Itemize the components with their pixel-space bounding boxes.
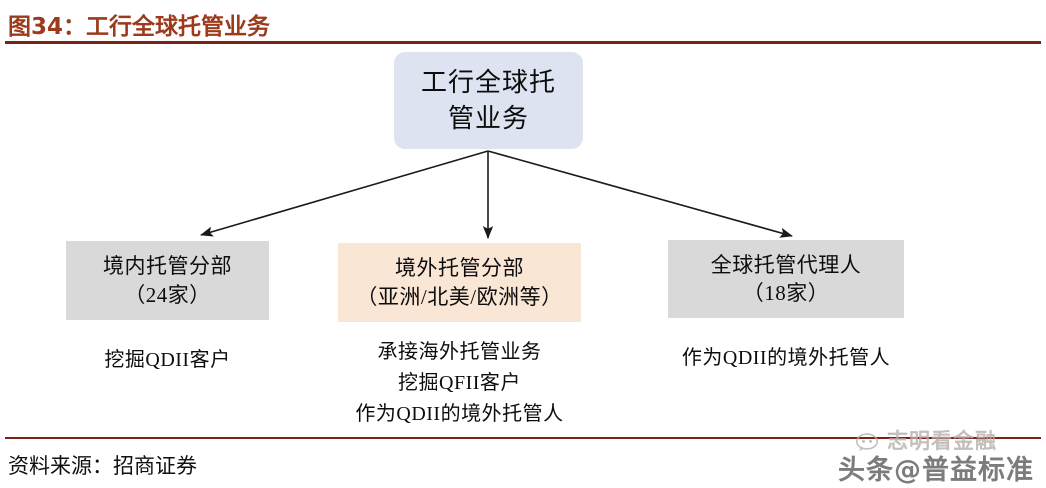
caption-domestic-line1: 挖掘QDII客户 <box>104 349 231 371</box>
node-agent-line2: （18家） <box>742 281 830 305</box>
speech-bubble-icon <box>856 432 882 456</box>
caption-overseas-line2: 挖掘QFII客户 <box>398 372 521 394</box>
watermark-toutiao: 头条@普益标准 <box>838 455 1034 486</box>
source-note: 资料来源：招商证券 <box>8 454 197 478</box>
node-agent-line1: 全球托管代理人 <box>710 252 862 277</box>
footer-divider <box>5 437 1041 439</box>
connector-root-to-domestic <box>200 150 489 237</box>
node-root: 工行全球托 管业务 <box>394 52 583 149</box>
page-title: 图34：工行全球托管业务 <box>8 14 271 40</box>
caption-domestic: 挖掘QDII客户 <box>66 345 269 376</box>
node-domestic-line2: （24家） <box>124 282 211 307</box>
caption-agent: 作为QDII的境外托管人 <box>660 343 912 374</box>
caption-agent-line1: 作为QDII的境外托管人 <box>681 347 891 369</box>
node-global-custody-agent: 全球托管代理人 （18家） <box>668 240 904 318</box>
node-root-line1: 工行全球托 <box>420 68 556 98</box>
node-overseas-custody: 境外托管分部 （亚洲/北美/欧洲等） <box>338 243 581 322</box>
header-divider <box>5 41 1041 44</box>
caption-overseas: 承接海外托管业务 挖掘QFII客户 作为QDII的境外托管人 <box>330 337 589 430</box>
connector-root-to-agent <box>487 150 793 238</box>
node-domestic-line1: 境内托管分部 <box>103 254 232 279</box>
node-root-line2: 管业务 <box>447 103 529 133</box>
caption-overseas-line3: 作为QDII的境外托管人 <box>355 403 564 425</box>
caption-overseas-line1: 承接海外托管业务 <box>377 341 542 363</box>
node-overseas-line1: 境外托管分部 <box>394 256 524 281</box>
flowchart-diagram: 工行全球托 管业务 境内托管分部 （24家） 境外托管分部 （亚洲/北美/欧洲等… <box>0 45 1046 435</box>
node-overseas-line2: （亚洲/北美/欧洲等） <box>356 284 563 309</box>
node-domestic-custody: 境内托管分部 （24家） <box>66 241 269 320</box>
